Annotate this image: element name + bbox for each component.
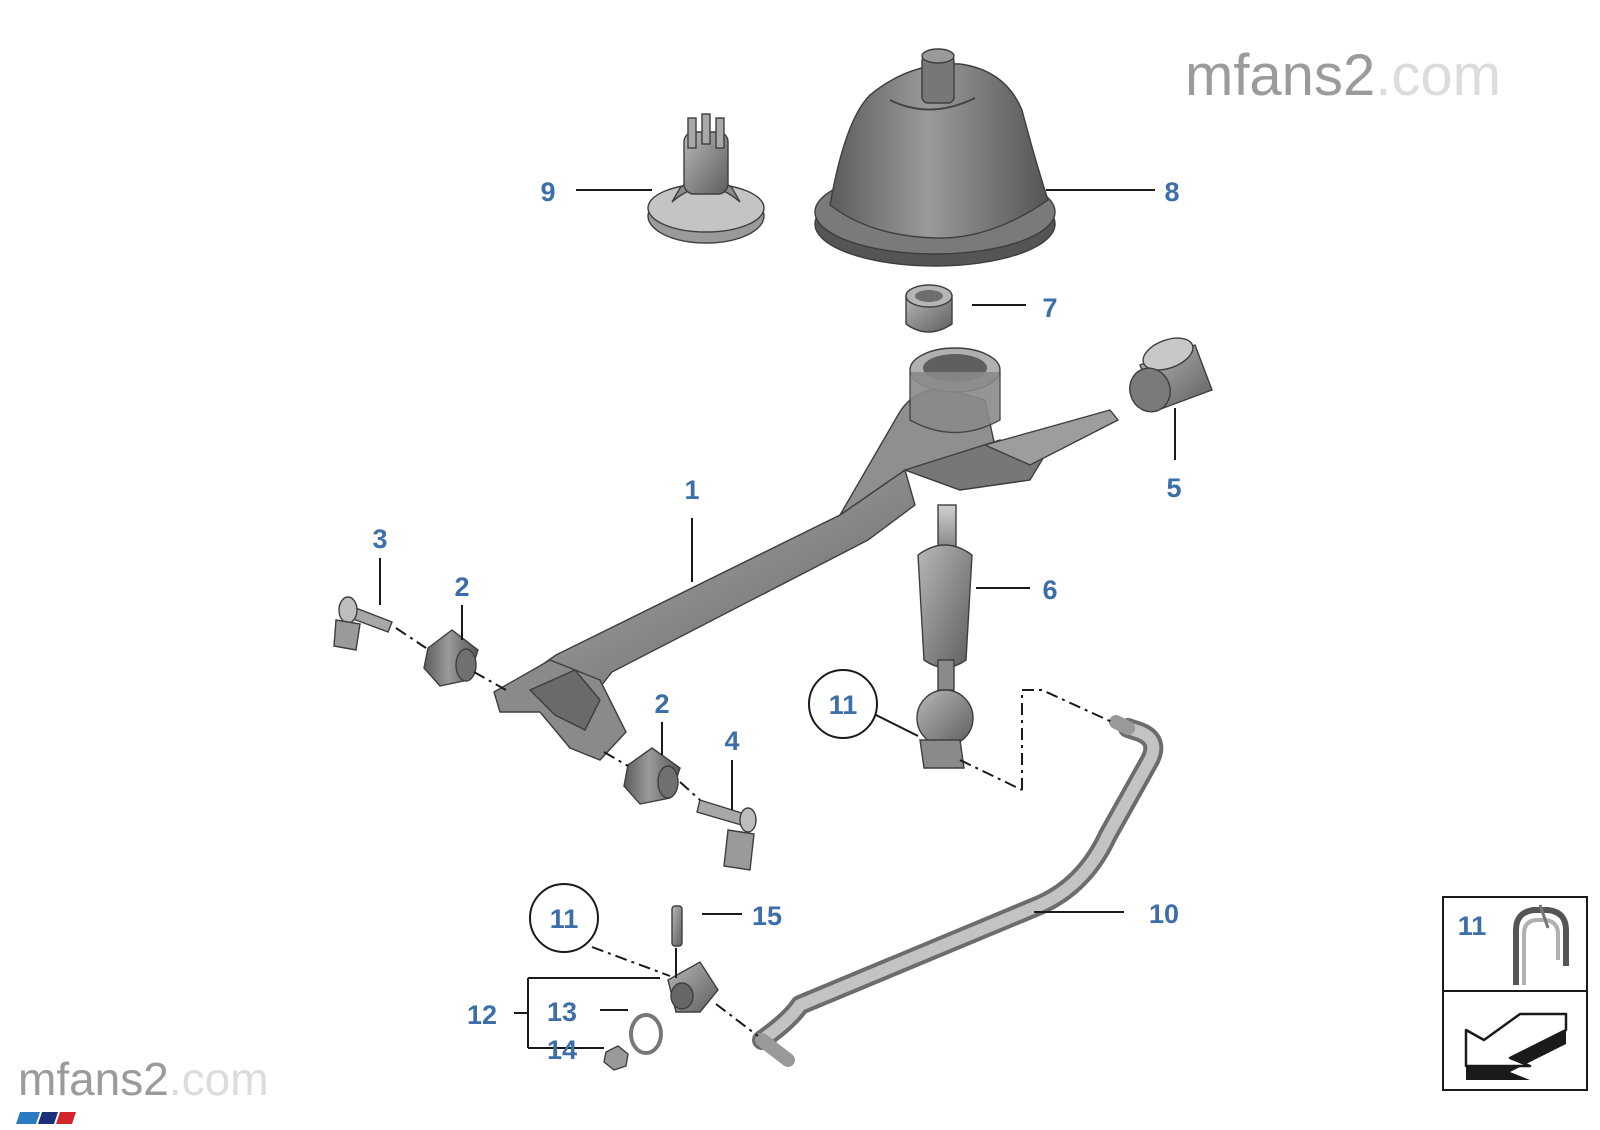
callout-2-lower[interactable]: 2	[654, 689, 669, 719]
callout-6[interactable]: 6	[1042, 575, 1057, 605]
watermark-suffix-top: .com	[1375, 43, 1501, 108]
leader-lines	[379, 189, 1176, 1049]
watermark-top: mfans2.com	[1185, 43, 1501, 108]
callout-5[interactable]: 5	[1166, 473, 1181, 503]
part-1-shift-bracket	[493, 347, 1120, 761]
callout-10[interactable]: 10	[1149, 899, 1179, 929]
direction-arrow-icon	[1464, 1012, 1568, 1080]
callout-11-circled-upper[interactable]: 11	[808, 669, 878, 739]
callout-11-lower-label: 11	[550, 904, 579, 934]
clip-icon	[1513, 904, 1569, 985]
part-15-pin	[671, 905, 683, 947]
part-7-bushing	[905, 284, 953, 333]
callout-12[interactable]: 12	[467, 1000, 497, 1030]
part-3-bolt	[333, 596, 393, 651]
callout-14[interactable]: 14	[547, 1035, 577, 1065]
legend-clip-label: 11	[1458, 911, 1487, 941]
watermark-suffix-bottom: .com	[169, 1053, 269, 1105]
part-2-bushing-upper	[423, 629, 479, 687]
callout-9[interactable]: 9	[540, 177, 555, 207]
m-stripe-logo-icon	[16, 1112, 76, 1124]
svg-text:mfans2.com: mfans2.com	[1185, 43, 1501, 108]
watermark-brand-bottom: mfans2	[18, 1053, 169, 1105]
part-13-o-ring	[629, 1013, 663, 1055]
legend-box: 11	[1442, 896, 1588, 1091]
callouts: 9 8 7 5 1 6 3 2 2 4 10 15 12 13 14 11 11	[372, 177, 1181, 1065]
part-6-shift-rod	[916, 504, 974, 769]
part-4-bolt	[696, 799, 757, 871]
svg-text:mfans2.com: mfans2.com	[18, 1053, 269, 1105]
callout-13[interactable]: 13	[547, 997, 577, 1027]
callout-8[interactable]: 8	[1164, 177, 1179, 207]
callout-4[interactable]: 4	[724, 726, 739, 756]
callout-1[interactable]: 1	[684, 475, 699, 505]
part-5-sleeve	[1129, 337, 1213, 413]
part-8-shift-boot	[814, 48, 1056, 267]
callout-11-upper-label: 11	[829, 690, 858, 720]
callout-3[interactable]: 3	[372, 524, 387, 554]
callout-11-circled-lower[interactable]: 11	[529, 883, 599, 953]
callout-2-upper[interactable]: 2	[454, 572, 469, 602]
callout-15[interactable]: 15	[752, 901, 782, 931]
part-10-selector-rod	[752, 715, 1164, 1067]
watermark-brand-top: mfans2	[1185, 43, 1375, 108]
part-9-knob-adapter	[647, 113, 765, 244]
part-2-bushing-lower	[623, 747, 681, 805]
part-14-nut	[603, 1045, 629, 1071]
part-12-joint-housing	[667, 961, 719, 1013]
watermark-bottom: mfans2.com	[16, 1053, 269, 1124]
callout-7[interactable]: 7	[1042, 293, 1057, 323]
